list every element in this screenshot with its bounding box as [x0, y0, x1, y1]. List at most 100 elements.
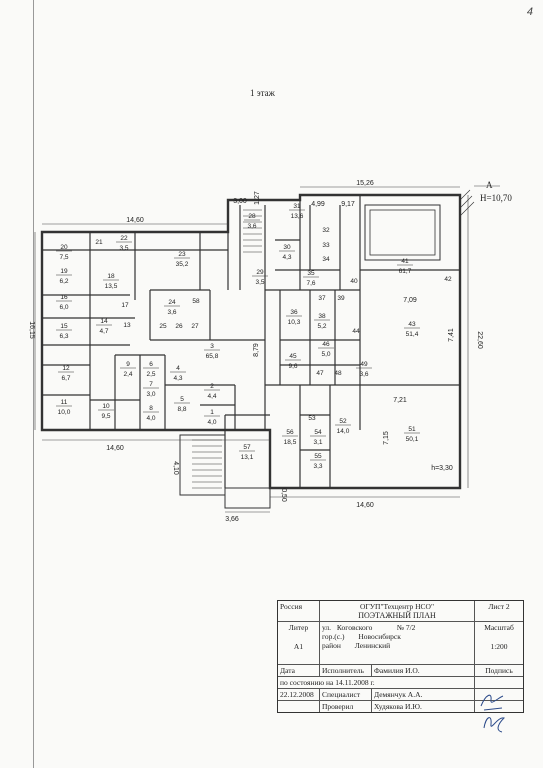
district-name: Ленинский [354, 641, 391, 650]
street-name: Коговского [336, 623, 373, 632]
room-number: 12 [62, 365, 70, 372]
room-area: 6,7 [61, 375, 70, 382]
room-number: 56 [286, 429, 294, 436]
room-number: 15 [60, 323, 68, 330]
room-area: 3,1 [313, 439, 322, 446]
room-number: 40 [350, 278, 358, 285]
room-number: 22 [120, 235, 128, 242]
dim-9-17: 9,17 [341, 201, 355, 208]
stamp-liter-label: Литер [288, 623, 309, 632]
dim-7-21: 7,21 [393, 397, 407, 404]
room-number: 7 [149, 381, 153, 388]
room-number: 21 [95, 239, 103, 246]
room-area: 10,3 [288, 319, 301, 326]
room-number: 25 [159, 323, 167, 330]
room-area: 18,5 [284, 439, 297, 446]
room-area: 6,0 [59, 304, 68, 311]
title-block: Россия ОГУП"Техцентр НСО" ПОЭТАЖНЫЙ ПЛАН… [277, 600, 524, 713]
room-area: 4,3 [173, 375, 182, 382]
sheet-mark: 4 [526, 6, 533, 18]
room-number: 36 [290, 309, 298, 316]
house-prefix: № [396, 623, 404, 632]
room-number: 3 [210, 343, 214, 350]
room-number: 26 [175, 323, 183, 330]
stamp-doc-type: ПОЭТАЖНЫЙ ПЛАН [358, 611, 436, 620]
room-number: 42 [444, 276, 452, 283]
room-number: 48 [334, 370, 342, 377]
stamp-name-label: Фамилия И.О. [372, 665, 475, 676]
stamp-checker-label: Проверил [320, 701, 372, 712]
room-number: 57 [243, 444, 251, 451]
stamp-org: ОГУП"Техцентр НСО" [359, 602, 435, 611]
room-number: 35 [307, 270, 315, 277]
room-area: 4,0 [146, 415, 155, 422]
room-number: 53 [308, 415, 316, 422]
room-number: 33 [322, 242, 330, 249]
room-number: 5 [180, 396, 184, 403]
room-area: 65,8 [206, 353, 219, 360]
room-number: 1 [210, 409, 214, 416]
room-number: 55 [314, 453, 322, 460]
room-number: 38 [318, 313, 326, 320]
room-number: 39 [337, 295, 345, 302]
stamp-date-value: 22.12.2008 [278, 689, 320, 700]
dim-vestibule: 0,50 [280, 488, 287, 502]
room-area: 3,3 [313, 463, 322, 470]
room-number: 16 [60, 294, 68, 301]
stamp-header: ОГУП"Техцентр НСО" ПОЭТАЖНЫЙ ПЛАН [320, 601, 475, 621]
floor-plan-drawing: 14,60 14,60 14,60 15,26 22,60 16,15 4,10… [28, 180, 500, 523]
floor-title: 1 этаж [250, 88, 275, 98]
room-number: 52 [339, 418, 347, 425]
dim-7-41: 7,41 [448, 328, 455, 342]
stamp-date-label: Дата [278, 665, 320, 676]
room-number: 10 [102, 403, 110, 410]
room-number: 20 [60, 244, 68, 251]
dim-7-15: 7,15 [383, 431, 390, 445]
room-area: 13,5 [105, 283, 118, 290]
room-number: 44 [352, 328, 360, 335]
signature-specialist [480, 694, 504, 711]
room-number: 6 [149, 361, 153, 368]
height-label: H=10,70 [480, 193, 512, 203]
dim-top-right: 15,26 [356, 180, 374, 187]
room-number: 46 [322, 341, 330, 348]
room-area: 10,0 [58, 409, 71, 416]
room-area: 5,0 [321, 351, 330, 358]
room-area: 3,5 [119, 245, 128, 252]
room-area: 5,2 [317, 323, 326, 330]
room-area: 3,6 [167, 309, 176, 316]
room-number: 28 [248, 213, 256, 220]
stamp-state-note: по состоянию на 14.11.2008 г. [278, 677, 475, 688]
stamp-scale-cell: Масштаб 1:200 [475, 622, 523, 664]
dim-4-99: 4,99 [311, 201, 325, 208]
room-number: 31 [293, 203, 301, 210]
dim-entrance-width: 3,66 [225, 516, 239, 523]
room-area: 13,6 [291, 213, 304, 220]
stamp-scale-label: Масштаб [484, 623, 514, 632]
room-number: 34 [322, 256, 330, 263]
room-area: 14,0 [337, 428, 350, 435]
room-number: 27 [191, 323, 199, 330]
room-area: 7,5 [59, 254, 68, 261]
stamp-address: ул. Коговского № 7/2 гор.(с.) Новосибирс… [320, 622, 475, 664]
stamp-signature-label: Подпись [485, 666, 513, 675]
room-number: 30 [283, 244, 291, 251]
dim-7-09: 7,09 [403, 297, 417, 304]
room-area: 4,4 [207, 393, 216, 400]
room-number: 29 [256, 269, 264, 276]
stamp-performer-label: Исполнитель [320, 665, 372, 676]
room-area: 9,5 [101, 413, 110, 420]
room-area: 8,8 [177, 406, 186, 413]
signature-checker [483, 717, 505, 733]
room-number: 54 [314, 429, 322, 436]
room-area: 35,2 [176, 261, 189, 268]
axis-label: А [486, 180, 493, 190]
room-height-note: h=3,30 [431, 465, 453, 472]
room-number: 13 [123, 322, 131, 329]
room-number: 18 [107, 273, 115, 280]
room-area: 7,6 [306, 280, 315, 287]
room-area: 51,4 [406, 331, 419, 338]
room-area: 3,0 [146, 391, 155, 398]
room-number: 37 [318, 295, 326, 302]
stamp-scale-value: 1:200 [490, 642, 508, 651]
